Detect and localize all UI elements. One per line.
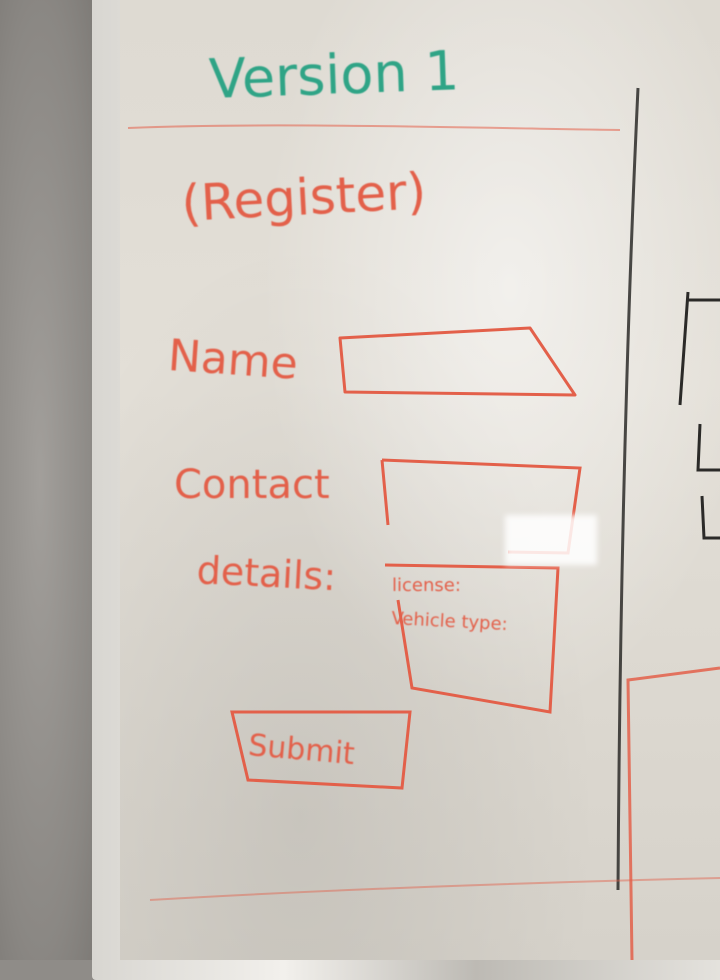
wall-background — [0, 0, 100, 960]
name-input-sketch — [338, 326, 577, 397]
title-underline — [127, 124, 621, 131]
details-line-license: license: — [392, 575, 461, 596]
whiteboard: Version 1 (Register) Name Contact detail… — [120, 0, 720, 960]
light-glare — [505, 515, 597, 565]
right-box-2 — [696, 423, 720, 472]
right-box-3 — [700, 495, 720, 540]
bottom-red-line — [149, 877, 720, 901]
version-title: Version 1 — [208, 39, 461, 111]
right-box-1 — [678, 291, 720, 406]
right-red-box — [626, 666, 720, 960]
details-box-sketch — [384, 563, 560, 714]
marker-drawings — [127, 87, 720, 960]
black-divider-line — [616, 87, 640, 891]
details-label: details: — [195, 548, 338, 600]
contact-label: Contact — [174, 462, 330, 508]
name-label: Name — [166, 330, 300, 390]
submit-button-sketch — [230, 710, 412, 790]
